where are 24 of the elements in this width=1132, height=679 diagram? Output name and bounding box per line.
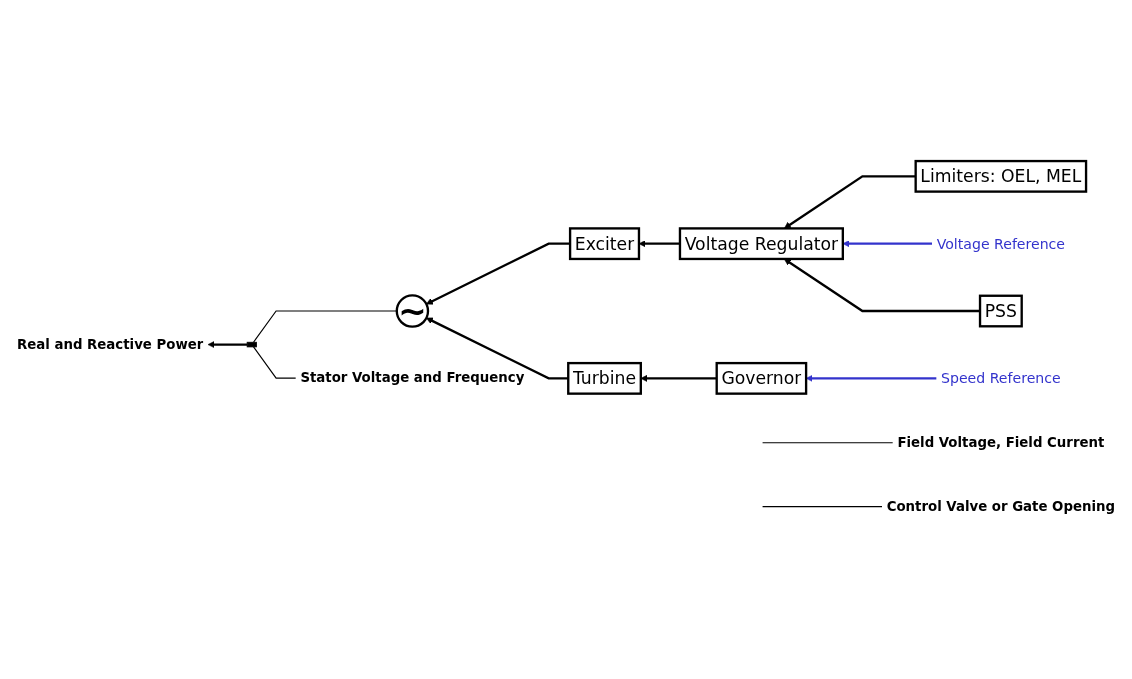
node-text: Voltage Reference bbox=[936, 234, 1066, 252]
node-box: Governor bbox=[715, 361, 808, 395]
node-text: Stator Voltage and Frequency bbox=[300, 369, 525, 385]
arrow bbox=[426, 317, 569, 380]
node-bar bbox=[246, 341, 257, 347]
node-box: Voltage Regulator bbox=[678, 226, 844, 260]
connector bbox=[762, 505, 883, 507]
node-circle: ~ bbox=[395, 293, 430, 328]
node-text: Field Voltage, Field Current bbox=[897, 433, 1105, 450]
arrow bbox=[426, 242, 571, 304]
node-box: Exciter bbox=[568, 226, 641, 260]
node-text: Real and Reactive Power bbox=[16, 335, 204, 352]
arrow bbox=[842, 239, 932, 247]
arrow bbox=[784, 258, 981, 312]
node-text: Control Valve or Gate Opening bbox=[886, 497, 1116, 514]
node-text: Speed Reference bbox=[941, 369, 1061, 387]
connector bbox=[762, 441, 894, 443]
node-box: PSS bbox=[978, 294, 1023, 327]
connector bbox=[252, 345, 297, 379]
node-box: Limiters: OEL, MEL bbox=[914, 159, 1088, 193]
arrow bbox=[638, 239, 680, 247]
node-box: Turbine bbox=[567, 361, 642, 395]
arrow bbox=[207, 340, 248, 348]
arrow bbox=[640, 374, 717, 382]
